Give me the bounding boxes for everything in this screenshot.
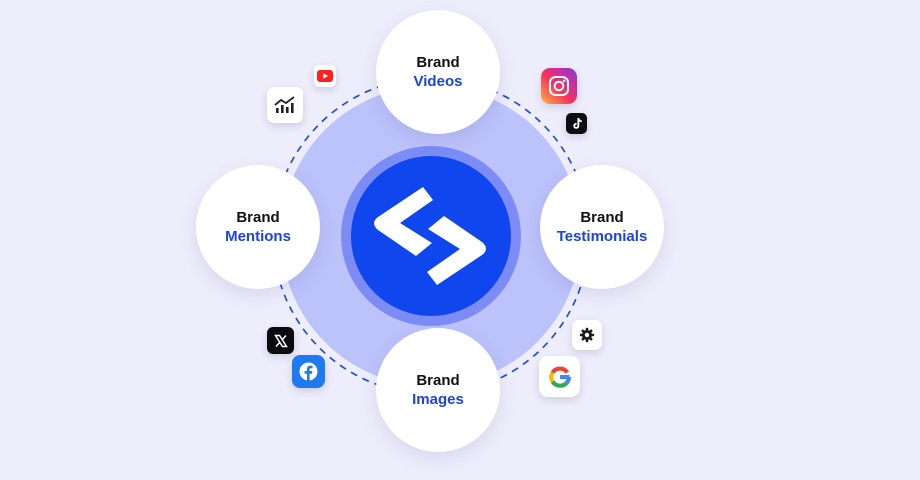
hub-core bbox=[351, 156, 511, 316]
tiktok-icon bbox=[566, 113, 587, 134]
node-label-line1: Brand bbox=[236, 209, 280, 226]
settings-icon bbox=[572, 320, 602, 350]
node-label-line1: Brand bbox=[416, 372, 460, 389]
node-brand-mentions: Brand Mentions bbox=[196, 165, 320, 289]
node-label-line1: Brand bbox=[580, 209, 624, 226]
node-brand-images: Brand Images bbox=[376, 328, 500, 452]
node-label-line2: Videos bbox=[413, 73, 463, 90]
analytics-icon bbox=[267, 87, 303, 123]
instagram-icon bbox=[541, 68, 577, 104]
node-label-line2: Testimonials bbox=[556, 228, 648, 245]
node-label-line2: Images bbox=[412, 391, 464, 408]
x-icon bbox=[267, 327, 294, 354]
facebook-icon bbox=[292, 355, 325, 388]
google-icon bbox=[539, 356, 580, 397]
node-label-line1: Brand bbox=[416, 54, 460, 71]
node-brand-videos: Brand Videos bbox=[376, 10, 500, 134]
brand-logo-icon bbox=[374, 187, 486, 285]
youtube-icon bbox=[314, 65, 336, 87]
node-brand-testimonials: Brand Testimonials bbox=[540, 165, 664, 289]
node-label-line2: Mentions bbox=[225, 228, 291, 245]
